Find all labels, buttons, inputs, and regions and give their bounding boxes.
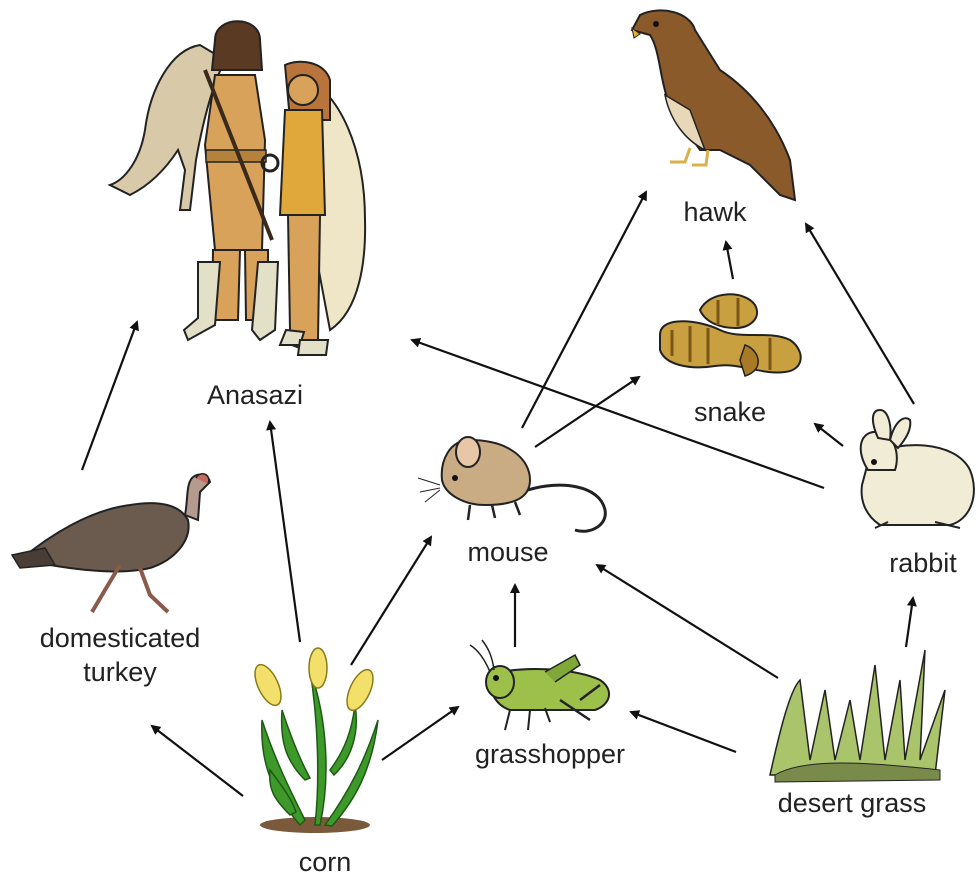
arrow-corn-to-turkey: [152, 726, 243, 796]
label-hawk: hawk: [665, 196, 765, 229]
arrow-corn-to-mouse: [351, 537, 431, 665]
arrow-turkey-to-anasazi: [82, 322, 137, 470]
arrow-corn-to-grasshopper: [382, 707, 458, 760]
hawk-illustration: [632, 10, 795, 200]
anasazi-illustration: [110, 21, 365, 355]
label-rabbit: rabbit: [868, 547, 978, 580]
arrow-snake-to-hawk: [726, 242, 733, 279]
label-anasazi: Anasazi: [190, 379, 320, 412]
corn-illustration: [250, 648, 379, 833]
arrow-corn-to-anasazi: [270, 422, 300, 642]
turkey-illustration: [12, 474, 210, 612]
label-turkey-line2: turkey: [20, 656, 220, 689]
label-desert-grass: desert grass: [752, 787, 952, 820]
label-turkey-line1: domesticated: [20, 622, 220, 655]
snake-illustration: [660, 294, 801, 376]
arrow-grass-to-rabbit: [906, 598, 913, 647]
label-snake: snake: [675, 396, 785, 429]
arrow-rabbit-to-hawk: [806, 224, 914, 404]
grasshopper-illustration: [470, 640, 609, 730]
label-corn: corn: [275, 846, 375, 879]
arrow-mouse-to-hawk: [522, 192, 646, 428]
arrow-mouse-to-snake: [535, 377, 639, 447]
label-grasshopper: grasshopper: [450, 738, 650, 771]
desert-grass-illustration: [770, 650, 945, 782]
arrow-rabbit-to-snake: [815, 424, 843, 446]
arrow-grass-to-mouse: [597, 565, 778, 678]
rabbit-illustration: [861, 410, 974, 528]
label-mouse: mouse: [448, 536, 568, 569]
mouse-illustration: [418, 437, 605, 531]
